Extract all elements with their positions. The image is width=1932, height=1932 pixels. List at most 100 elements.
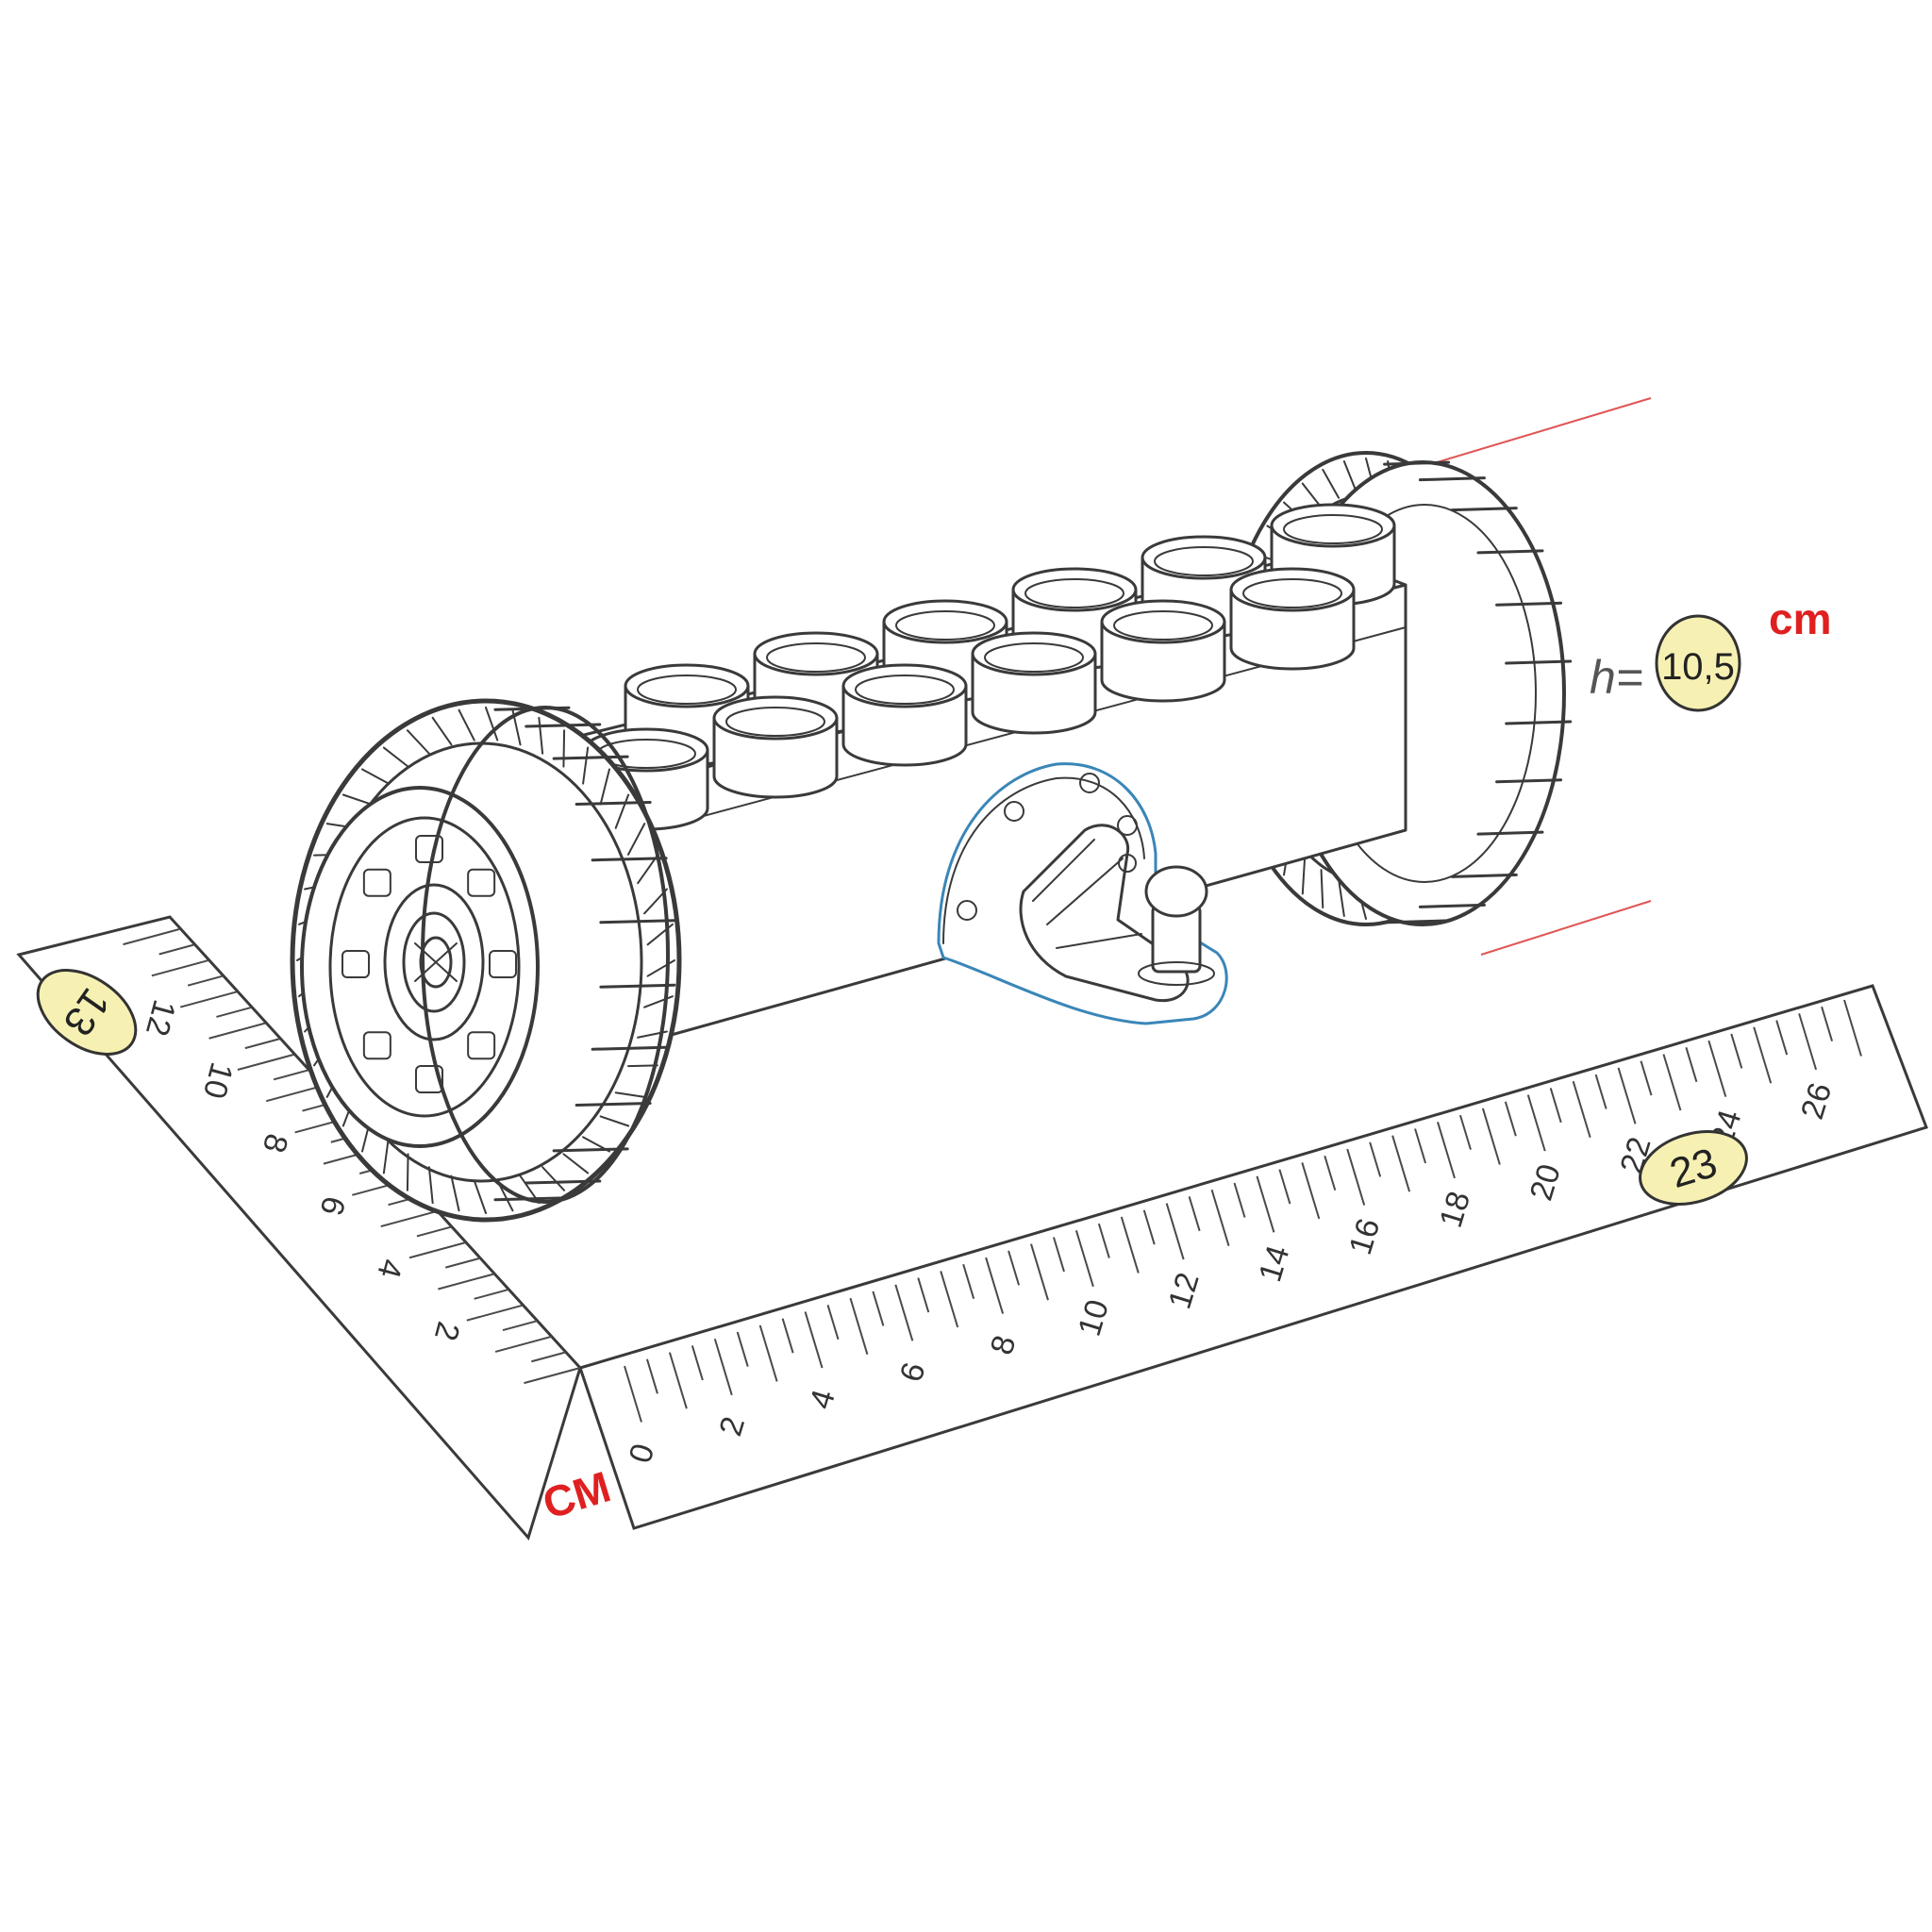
ruler-tick [208, 1022, 266, 1040]
ruler-tick [266, 1085, 324, 1103]
ruler-tick [1301, 1162, 1321, 1220]
tread-line [637, 854, 658, 885]
ruler-tick [1165, 1203, 1185, 1260]
rim-lug [362, 1031, 391, 1060]
ruler-tick [1414, 1128, 1427, 1164]
height-dimension-line-bottom [1480, 900, 1652, 956]
tread-line [485, 707, 499, 741]
ruler-tick [849, 1297, 869, 1355]
ruler-tick [216, 1007, 252, 1018]
tread-block [1383, 460, 1451, 466]
ruler-tick [894, 1284, 914, 1341]
tread-block [591, 1045, 668, 1051]
tread-line [646, 959, 675, 977]
ruler-tick [713, 1338, 733, 1396]
ruler-tick [985, 1257, 1005, 1314]
ruler-tick [645, 1358, 658, 1394]
ruler-tick [531, 1351, 567, 1363]
ruler-tick [1052, 1237, 1065, 1273]
tread-block [493, 706, 571, 711]
ruler-tick [179, 991, 237, 1008]
length-badge: 23 [1639, 1130, 1748, 1206]
tread-block [1505, 659, 1573, 665]
tread-line [382, 746, 409, 768]
beam-cup [1100, 599, 1226, 703]
tread-line [582, 746, 590, 785]
ruler-tick [1458, 1114, 1472, 1150]
ruler-tick [736, 1331, 749, 1367]
ruler-tick [1843, 999, 1862, 1057]
length-ruler-ticks [624, 999, 1862, 1423]
ruler-tick [962, 1263, 975, 1299]
tread-block [575, 801, 652, 807]
ruler-tick [872, 1291, 885, 1326]
ruler-tick [1821, 1006, 1834, 1041]
tread-block [1476, 830, 1544, 836]
ruler-tick [494, 1335, 552, 1353]
height-value: 10,5 [1661, 646, 1735, 688]
ruler-tick [781, 1318, 794, 1354]
tread-block [1450, 507, 1518, 512]
tread-line [1338, 878, 1345, 917]
tread-block [1495, 778, 1563, 784]
rim-lug [341, 950, 370, 978]
tread-line [599, 768, 610, 806]
ruler-tick [502, 1320, 538, 1332]
ruler-tick [438, 1273, 495, 1291]
height-dimension-line-top [1405, 397, 1652, 473]
ruler-tick [1233, 1182, 1246, 1218]
tread-line [1301, 482, 1323, 508]
tread-line [562, 1153, 590, 1174]
tread-block [493, 1196, 571, 1202]
ruler-tick [237, 1053, 294, 1071]
tread-line [473, 1179, 487, 1214]
tread-line [626, 1064, 658, 1068]
tread-block [575, 1101, 652, 1107]
tread-line [361, 768, 390, 785]
ruler-tick [1753, 1026, 1773, 1084]
tread-line [406, 729, 430, 755]
ruler-tick [1030, 1243, 1049, 1301]
ruler-tick [691, 1345, 704, 1381]
ruler-tick [158, 943, 194, 956]
ruler-tick [123, 928, 180, 946]
ruler-tick [1572, 1080, 1591, 1139]
tread-line [382, 1136, 390, 1174]
tread-line [599, 1115, 630, 1127]
ruler-tick [445, 1257, 481, 1269]
ruler-tick [1526, 1094, 1546, 1152]
beam-cup [971, 631, 1097, 735]
beam-cups [583, 503, 1396, 831]
tread-block [1505, 720, 1573, 725]
ruler-tick [917, 1277, 930, 1313]
ruler-tick [1437, 1122, 1456, 1179]
tread-block [1418, 476, 1486, 482]
tread-block [591, 857, 668, 862]
depth-ruler-ticks [123, 928, 581, 1385]
ruler-tick [668, 1352, 688, 1409]
tread-line [626, 823, 646, 856]
tread-line [450, 1174, 460, 1212]
tread-block [1383, 919, 1451, 924]
tread-line [427, 1166, 434, 1205]
ruler-tick [1730, 1033, 1743, 1069]
tread-line [541, 1166, 566, 1191]
rim-lug [467, 868, 496, 897]
height-badge [1655, 614, 1741, 712]
ruler-tick [1097, 1223, 1110, 1258]
ruler-tick [1549, 1088, 1562, 1124]
ruler-tick [187, 974, 223, 987]
tread-block [525, 1179, 602, 1185]
depth-badge: 13 [36, 969, 138, 1056]
ruler-tick [1391, 1135, 1411, 1192]
height-prefix: h= [1590, 651, 1643, 704]
tread-block [552, 1147, 629, 1153]
ruler-tick [1188, 1196, 1201, 1232]
ruler-tick [151, 959, 208, 977]
tread-line [1322, 468, 1341, 499]
ruler-tick [273, 1069, 308, 1081]
ruler-tick [1210, 1189, 1230, 1246]
ruler-tick [1008, 1250, 1021, 1286]
